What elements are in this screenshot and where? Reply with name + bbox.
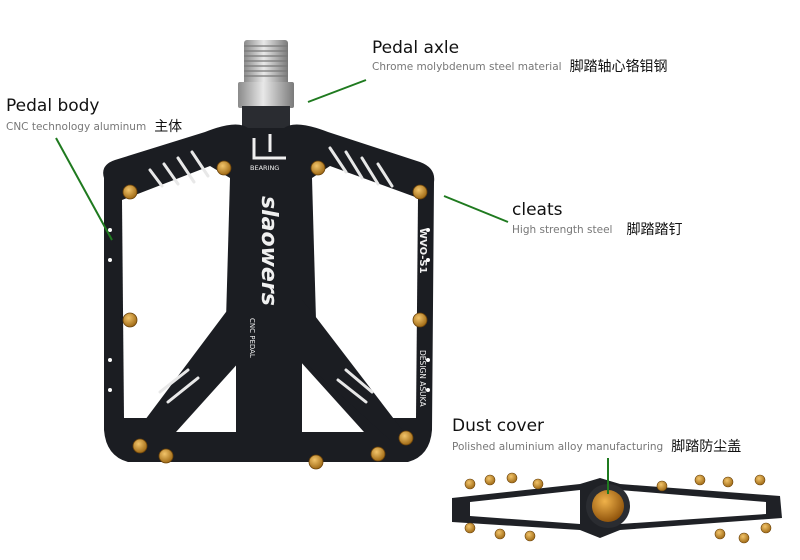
dust-cover-cap [592,490,624,522]
axle-subtitle: Chrome molybdenum steel material [372,60,562,73]
cleats-title: cleats [512,200,563,220]
cnc-pedal-text: CNC PEDAL [248,318,256,358]
leader-axle [307,79,367,103]
cleats-subtitle: High strength steel [512,223,613,236]
body-subtitle: CNC technology aluminum [6,120,147,133]
annotation-dust-cover: Dust cover Polished aluminium alloy manu… [452,416,742,455]
pedal-axle [238,40,294,132]
design-text: DESIGN ASUKA [418,350,427,407]
leader-body [55,137,113,241]
annotation-body: Pedal body CNC technology aluminum 主体 [6,96,183,135]
annotation-axle: Pedal axle Chrome molybdenum steel mater… [372,38,668,75]
cleats-cn: 脚踏踏钉 [626,222,683,238]
pedal-body [103,124,435,470]
annotation-cleats: cleats High strength steel 脚踏踏钉 [512,200,683,238]
bearing-text: BEARING [250,164,279,172]
pedal-side-view [452,472,782,544]
cleat-pins [122,160,428,470]
brand-text: slaowers [256,196,281,306]
body-cn: 主体 [154,119,183,135]
dust-title: Dust cover [452,416,545,436]
leader-cleats [443,195,509,223]
dust-cn: 脚踏防尘盖 [671,439,742,455]
axle-title: Pedal axle [372,38,460,58]
model-text: WVO-S1 [417,228,428,274]
leader-lines [55,79,609,494]
dust-subtitle: Polished aluminium alloy manufacturing [452,440,664,453]
body-title: Pedal body [6,96,100,116]
axle-cn: 脚踏轴心铬钼钢 [569,59,668,75]
